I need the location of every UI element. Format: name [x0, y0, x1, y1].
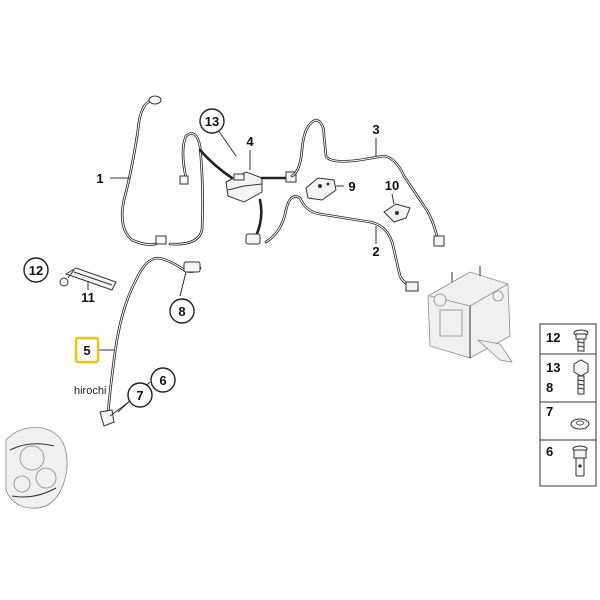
callout-1-label: 1: [96, 171, 103, 186]
bolt-icon: [573, 329, 589, 352]
brake-caliper: [5, 427, 68, 509]
callout-4-label: 4: [246, 134, 254, 149]
callout-3-label: 3: [372, 122, 379, 137]
callout-4: 4: [246, 134, 254, 149]
callout-8-label: 8: [178, 304, 185, 319]
legend-label-8: 8: [546, 380, 553, 395]
legend-label-7: 7: [546, 404, 553, 419]
watermark-text: hirochi: [74, 385, 106, 397]
callout-12-label: 12: [29, 263, 43, 278]
callout-8: 8: [169, 298, 195, 324]
bracket-11: [59, 267, 117, 291]
brake-line-3: [290, 118, 445, 247]
callout-1: 1: [96, 171, 103, 186]
legend-row-12: 12: [546, 329, 589, 352]
brake-line-2: [264, 195, 419, 292]
callout-9-label: 9: [348, 179, 355, 194]
distribution-block: [225, 171, 297, 245]
bracket-9: [305, 177, 337, 201]
callout-9: 9: [348, 179, 355, 194]
callout-12: 12: [23, 257, 49, 283]
callout-10: 10: [385, 178, 399, 193]
callout-6: 6: [150, 367, 176, 393]
plate-10: [383, 203, 411, 223]
legend-row-6: 6: [546, 444, 588, 477]
callout-11-label: 11: [81, 290, 95, 305]
callout-5-highlight: 5: [74, 336, 100, 364]
legend-label-13: 13: [546, 360, 560, 375]
brake-hose-5: [99, 256, 202, 427]
callout-2-label: 2: [372, 244, 379, 259]
washer-icon: [570, 418, 590, 430]
callout-13: 13: [199, 108, 225, 134]
parts-legend: 12 13 8 7 6: [539, 323, 597, 487]
legend-row-13-8: 13 8: [546, 359, 589, 395]
brake-line-1: [120, 95, 167, 246]
leader-lines: [67, 129, 395, 417]
callout-13-label: 13: [205, 114, 219, 129]
legend-row-7: 7: [546, 404, 590, 430]
legend-label-6: 6: [546, 444, 553, 459]
legend-label-12: 12: [546, 330, 560, 345]
callout-3: 3: [372, 122, 379, 137]
callout-2: 2: [372, 244, 379, 259]
abs-module: [427, 266, 513, 363]
callout-5-label: 5: [83, 343, 90, 358]
callout-7: 7: [127, 382, 153, 408]
callout-6-label: 6: [159, 373, 166, 388]
callout-11: 11: [81, 290, 95, 305]
callout-7-label: 7: [136, 388, 143, 403]
banjo-bolt-icon: [572, 445, 588, 477]
hex-bolt-icon: [573, 359, 589, 395]
brake-hose-4: [168, 132, 234, 246]
callout-10-label: 10: [385, 178, 399, 193]
